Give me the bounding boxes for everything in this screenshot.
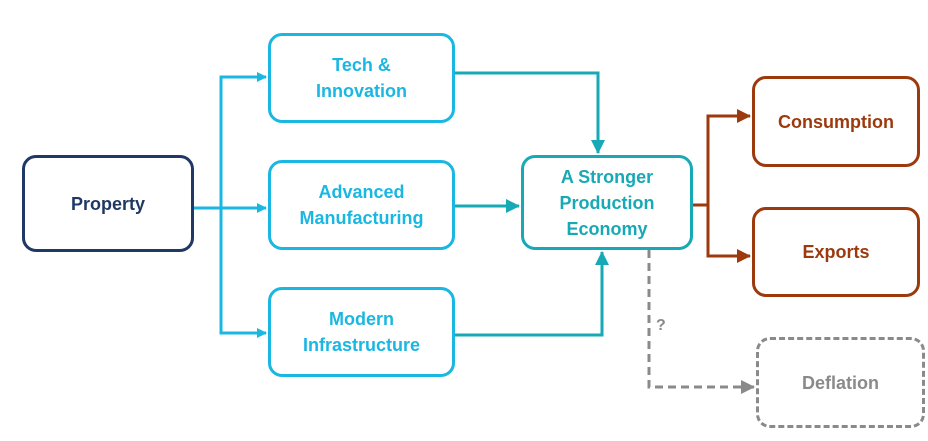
edge-tech-production <box>455 71 605 154</box>
node-consumption: Consumption <box>752 76 920 167</box>
edge-production-exports <box>706 205 751 263</box>
node-tech-label: Tech & Innovation <box>316 55 407 101</box>
node-modern-infrastructure: Modern Infrastructure <box>268 287 455 377</box>
node-manufacturing-label: Advanced Manufacturing <box>299 182 424 228</box>
edge-property-infrastructure <box>219 208 267 338</box>
node-infrastructure-label: Modern Infrastructure <box>302 309 421 355</box>
node-property: Property <box>22 155 194 252</box>
node-tech-innovation: Tech & Innovation <box>268 33 455 123</box>
node-property-label: Property <box>70 193 146 214</box>
edge-production-deflation <box>647 250 755 394</box>
edge-property-tech <box>219 72 267 208</box>
node-deflation-label: Deflation <box>801 372 879 393</box>
node-consumption-label: Consumption <box>778 111 894 132</box>
uncertain-link-label: ? <box>656 317 666 334</box>
node-stronger-production-economy: A Stronger Production Economy <box>521 155 693 250</box>
node-production-label: A Stronger Production Economy <box>559 166 655 239</box>
node-exports: Exports <box>752 207 920 297</box>
node-exports-label: Exports <box>802 242 870 262</box>
edge-production-consumption <box>693 109 751 207</box>
node-deflation: Deflation <box>756 337 925 428</box>
node-advanced-manufacturing: Advanced Manufacturing <box>268 160 455 250</box>
edge-infrastructure-production <box>455 251 609 337</box>
